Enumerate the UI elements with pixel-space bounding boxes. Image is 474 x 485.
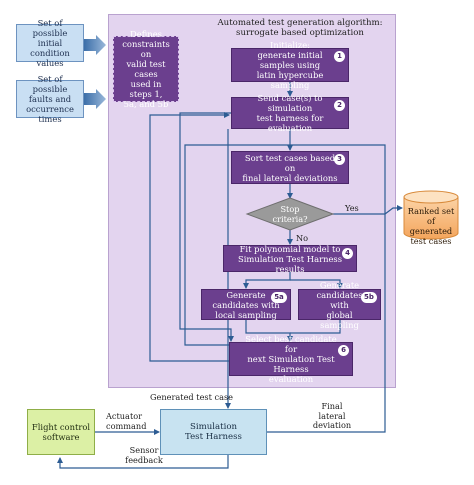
no-label: No (296, 233, 309, 243)
step-2-box: Send case(s) to simulation test harness … (231, 93, 349, 133)
step-3-text: Sort test cases based on final lateral d… (242, 152, 338, 183)
flight-control-box: Flight control software (27, 409, 95, 455)
initial-conditions-box: Set of possible initial condition values (16, 18, 84, 68)
output-label: Ranked set of generated test cases (407, 206, 455, 246)
step-5a-text: Generate candidates with local sampling (212, 289, 280, 320)
step-5b-box: Generate candidates with global sampling… (298, 280, 381, 330)
decision-diamond (245, 197, 335, 231)
test-harness-box: Simulation Test Harness (160, 409, 267, 455)
step-4-text: Fit polynomial model to Simulation Test … (237, 243, 343, 274)
step-6-box: Select best candidate for next Simulatio… (229, 334, 353, 384)
input-arrow-2 (84, 89, 106, 109)
step-4-number: 4 (342, 248, 353, 259)
panel-title-line1: Automated test generation algorithm: (217, 18, 383, 28)
step-5a-number: 5a (271, 292, 287, 303)
step-3-number: 3 (334, 154, 345, 165)
output-cylinder (403, 190, 459, 240)
constraints-note: Defines constraints on valid test cases … (113, 29, 179, 109)
decision-label: Stop criteria? (272, 204, 308, 224)
step-1-number: 1 (334, 51, 345, 62)
step-1-text: Initialize: generate initial samples usi… (256, 40, 324, 90)
step-6-number: 6 (338, 345, 349, 356)
step-4-box: Fit polynomial model to Simulation Test … (223, 243, 357, 274)
step-2-text: Send case(s) to simulation test harness … (256, 93, 324, 133)
step-3-box: Sort test cases based on final lateral d… (231, 151, 349, 184)
step-5a-box: Generate candidates with local sampling … (201, 289, 291, 320)
yes-label: Yes (345, 203, 359, 213)
sensor-feedback-label: Sensor feedback (125, 445, 163, 465)
actuator-command-label: Actuator command (106, 411, 147, 431)
step-1-box: Initialize: generate initial samples usi… (231, 40, 349, 90)
generated-test-case-label: Generated test case (150, 392, 234, 402)
step-6-text: Select best candidate for next Simulatio… (245, 334, 337, 384)
panel-title-line2: surrogate based optimization (236, 28, 364, 38)
step-5b-text: Generate candidates with global sampling (316, 279, 363, 330)
final-lateral-deviation-label: Final lateral deviation (312, 401, 352, 431)
step-5b-number: 5b (361, 292, 377, 303)
faults-box: Set of possible faults and occurrence ti… (16, 74, 84, 124)
step-2-number: 2 (334, 100, 345, 111)
input-arrow-1 (84, 35, 106, 55)
